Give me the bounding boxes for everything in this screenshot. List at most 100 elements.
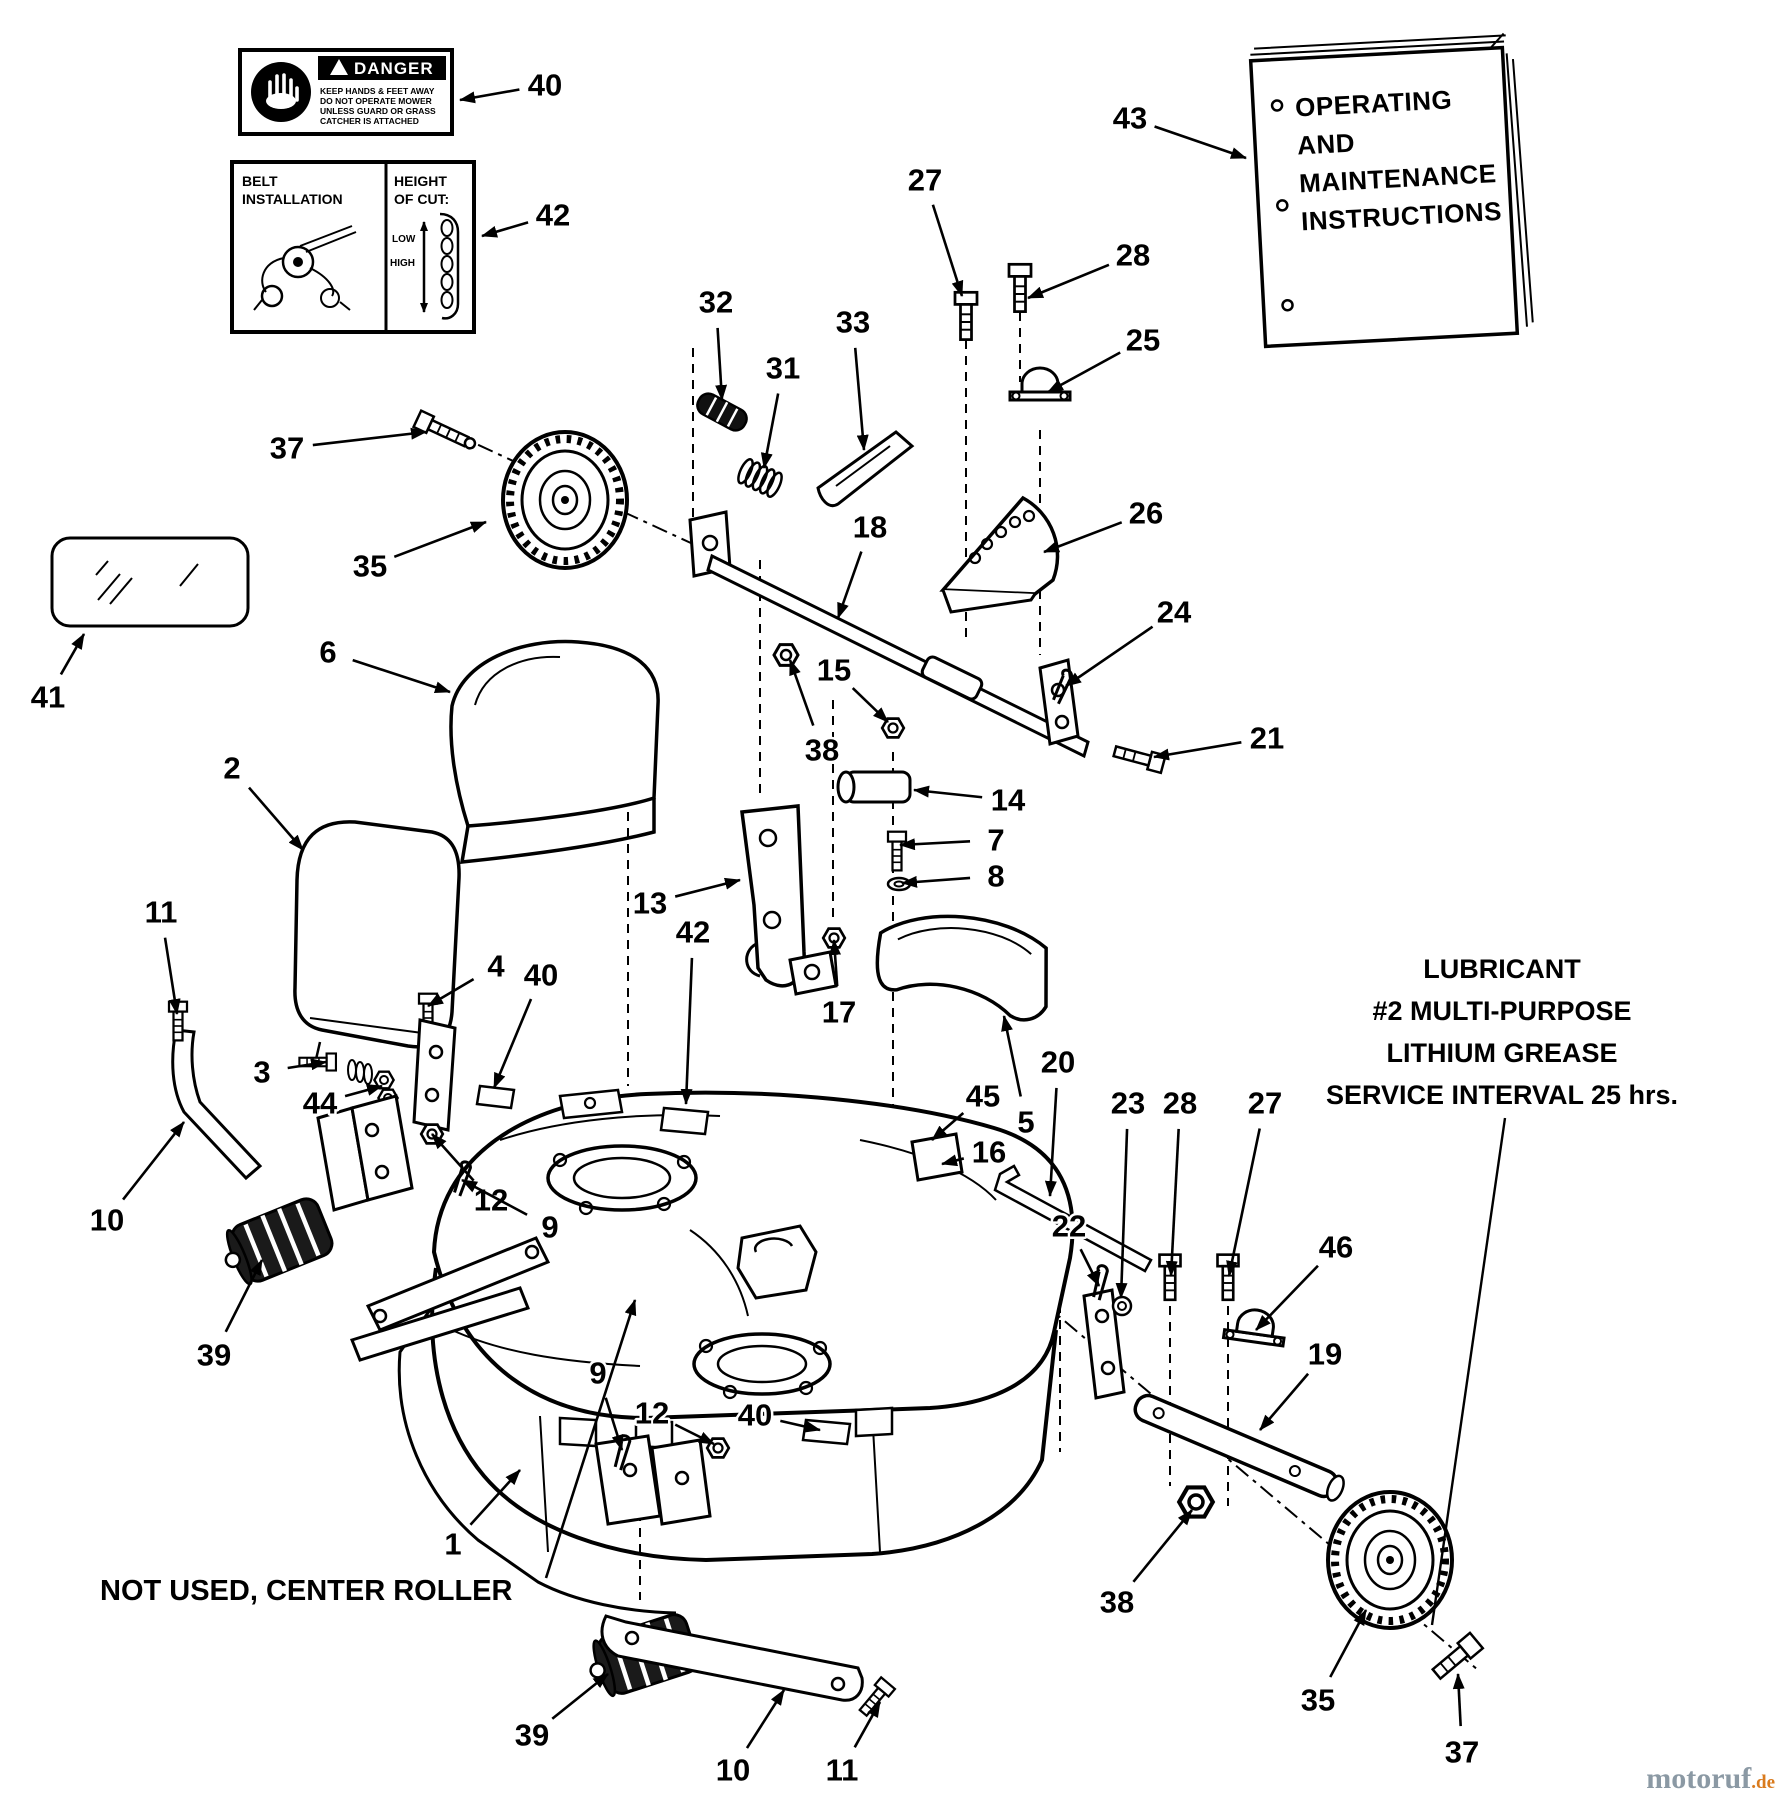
callout-number-2: 2 [223,751,240,786]
callout-38: 38 [1097,1509,1194,1622]
lift-lever [816,430,915,507]
callout-number-4: 4 [487,949,505,984]
callout-number-10: 10 [90,1203,124,1238]
height-title-1: HEIGHT [394,173,447,189]
callout-number-37: 37 [1445,1735,1479,1770]
clamp-bolt [1007,262,1033,313]
callout-leader-18 [836,551,863,619]
deck-decal [475,1084,516,1110]
callout-number-42: 42 [676,915,710,950]
callout-number-45: 45 [966,1079,1000,1114]
hinge-bracket [412,1018,457,1132]
callout-leader-40 [459,88,520,104]
callout-leader-11 [163,937,181,1015]
callout-number-40: 40 [524,958,558,993]
callout-6: 6 [317,632,451,694]
callout-leader-37 [1452,1673,1465,1727]
callout-leader-35 [1329,1609,1368,1678]
callout-46: 46 [1255,1227,1356,1331]
callout-leader-10 [745,1689,786,1749]
callout-27: 27 [905,160,964,297]
callout-number-38: 38 [805,733,839,768]
center-bracket [736,1224,818,1300]
danger-header-text: DANGER [354,59,434,78]
callout-leader-42 [481,221,529,238]
callout-leader-40 [492,998,533,1089]
callout-leader-45 [931,1111,965,1141]
not-used-note: NOT USED, CENTER ROLLER [100,1575,513,1607]
callout-number-11: 11 [145,895,178,930]
foot-bracket [788,950,838,996]
belt-height-sticker: BELT INSTALLATION HEIGHT OF CUT: LOW HIG… [230,160,476,334]
callout-number-38: 38 [1100,1585,1134,1620]
callout-number-35: 35 [353,549,387,584]
callout-leader-23 [1115,1128,1129,1299]
callout-leader-19 [1259,1372,1310,1431]
callout-23: 23 [1108,1083,1148,1299]
right-lift-assembly [993,1164,1485,1681]
window-decal [50,536,250,628]
callout-11: 11 [823,1701,882,1790]
danger-line-1: KEEP HANDS & FEET AWAY [320,86,435,96]
lock-washer [886,876,912,892]
belt-title-2: INSTALLATION [242,191,343,207]
lubricant-note-line-4: SERVICE INTERVAL 25 hrs. [1326,1080,1678,1110]
callout-number-16: 16 [972,1135,1006,1170]
callout-leader-27 [931,204,964,297]
callout-37: 37 [1442,1673,1482,1772]
callout-26: 26 [1043,493,1166,554]
callout-number-28: 28 [1116,238,1150,273]
callout-number-11: 11 [826,1753,859,1788]
callout-leader-38 [1132,1509,1194,1583]
callout-9: 9 [587,1353,624,1451]
callout-17: 17 [819,939,859,1032]
callout-35: 35 [1298,1609,1368,1720]
callout-leader-3 [287,1058,327,1071]
callout-number-15: 15 [817,653,851,688]
callout-32: 32 [696,282,736,401]
callout-layer: 4042432728253233312637351824211538614278… [28,65,1482,1790]
roller-arm-bar [600,1614,864,1702]
front-wheel [503,432,627,568]
callout-20: 20 [1038,1042,1078,1197]
callout-leader-4 [427,978,475,1008]
callout-leader-21 [1153,741,1242,761]
callout-leader-16 [941,1154,965,1167]
callout-number-19: 19 [1308,1337,1342,1372]
callout-number-20: 20 [1041,1045,1075,1080]
hex-nut [772,643,800,667]
callout-42: 42 [481,195,573,238]
callout-number-35: 35 [1301,1683,1335,1718]
callout-number-44: 44 [303,1086,338,1121]
callout-44: 44 [300,1083,383,1123]
shoulder-bolt [1112,744,1168,775]
height-low-label: LOW [392,234,416,245]
callout-10: 10 [713,1689,786,1790]
callout-number-32: 32 [699,285,733,320]
deck-decal [659,1106,710,1136]
callout-leader-10 [122,1121,186,1201]
deck-decal [801,1418,852,1446]
callout-number-10: 10 [716,1753,750,1788]
danger-warning-sticker: DANGER KEEP HANDS & FEET AWAY DO NOT OPE… [238,48,454,136]
clamp-bolt [953,290,979,341]
notes: LUBRICANT #2 MULTI-PURPOSE LITHIUM GREAS… [100,954,1775,1795]
height-of-cut-diagram: LOW HIGH [390,212,460,320]
callout-1: 1 [442,1469,521,1564]
callout-40: 40 [735,1395,821,1435]
callout-15: 15 [814,650,889,723]
callout-42: 42 [673,912,713,1105]
mower-deck [397,1084,1075,1615]
callout-number-40: 40 [738,1398,772,1433]
callout-leader-32 [715,327,728,401]
callout-40: 40 [459,65,565,105]
lubricant-note-line-3: LITHIUM GREASE [1386,1038,1617,1068]
callout-leader-9 [604,1397,624,1451]
callout-leader-26 [1043,521,1123,554]
callout-2: 2 [221,748,304,851]
callout-number-14: 14 [991,783,1026,818]
callout-leader-28 [1165,1128,1180,1277]
callout-leader-12 [674,1423,715,1446]
hand-warning-icon [251,62,311,122]
callout-24: 24 [1065,592,1194,688]
